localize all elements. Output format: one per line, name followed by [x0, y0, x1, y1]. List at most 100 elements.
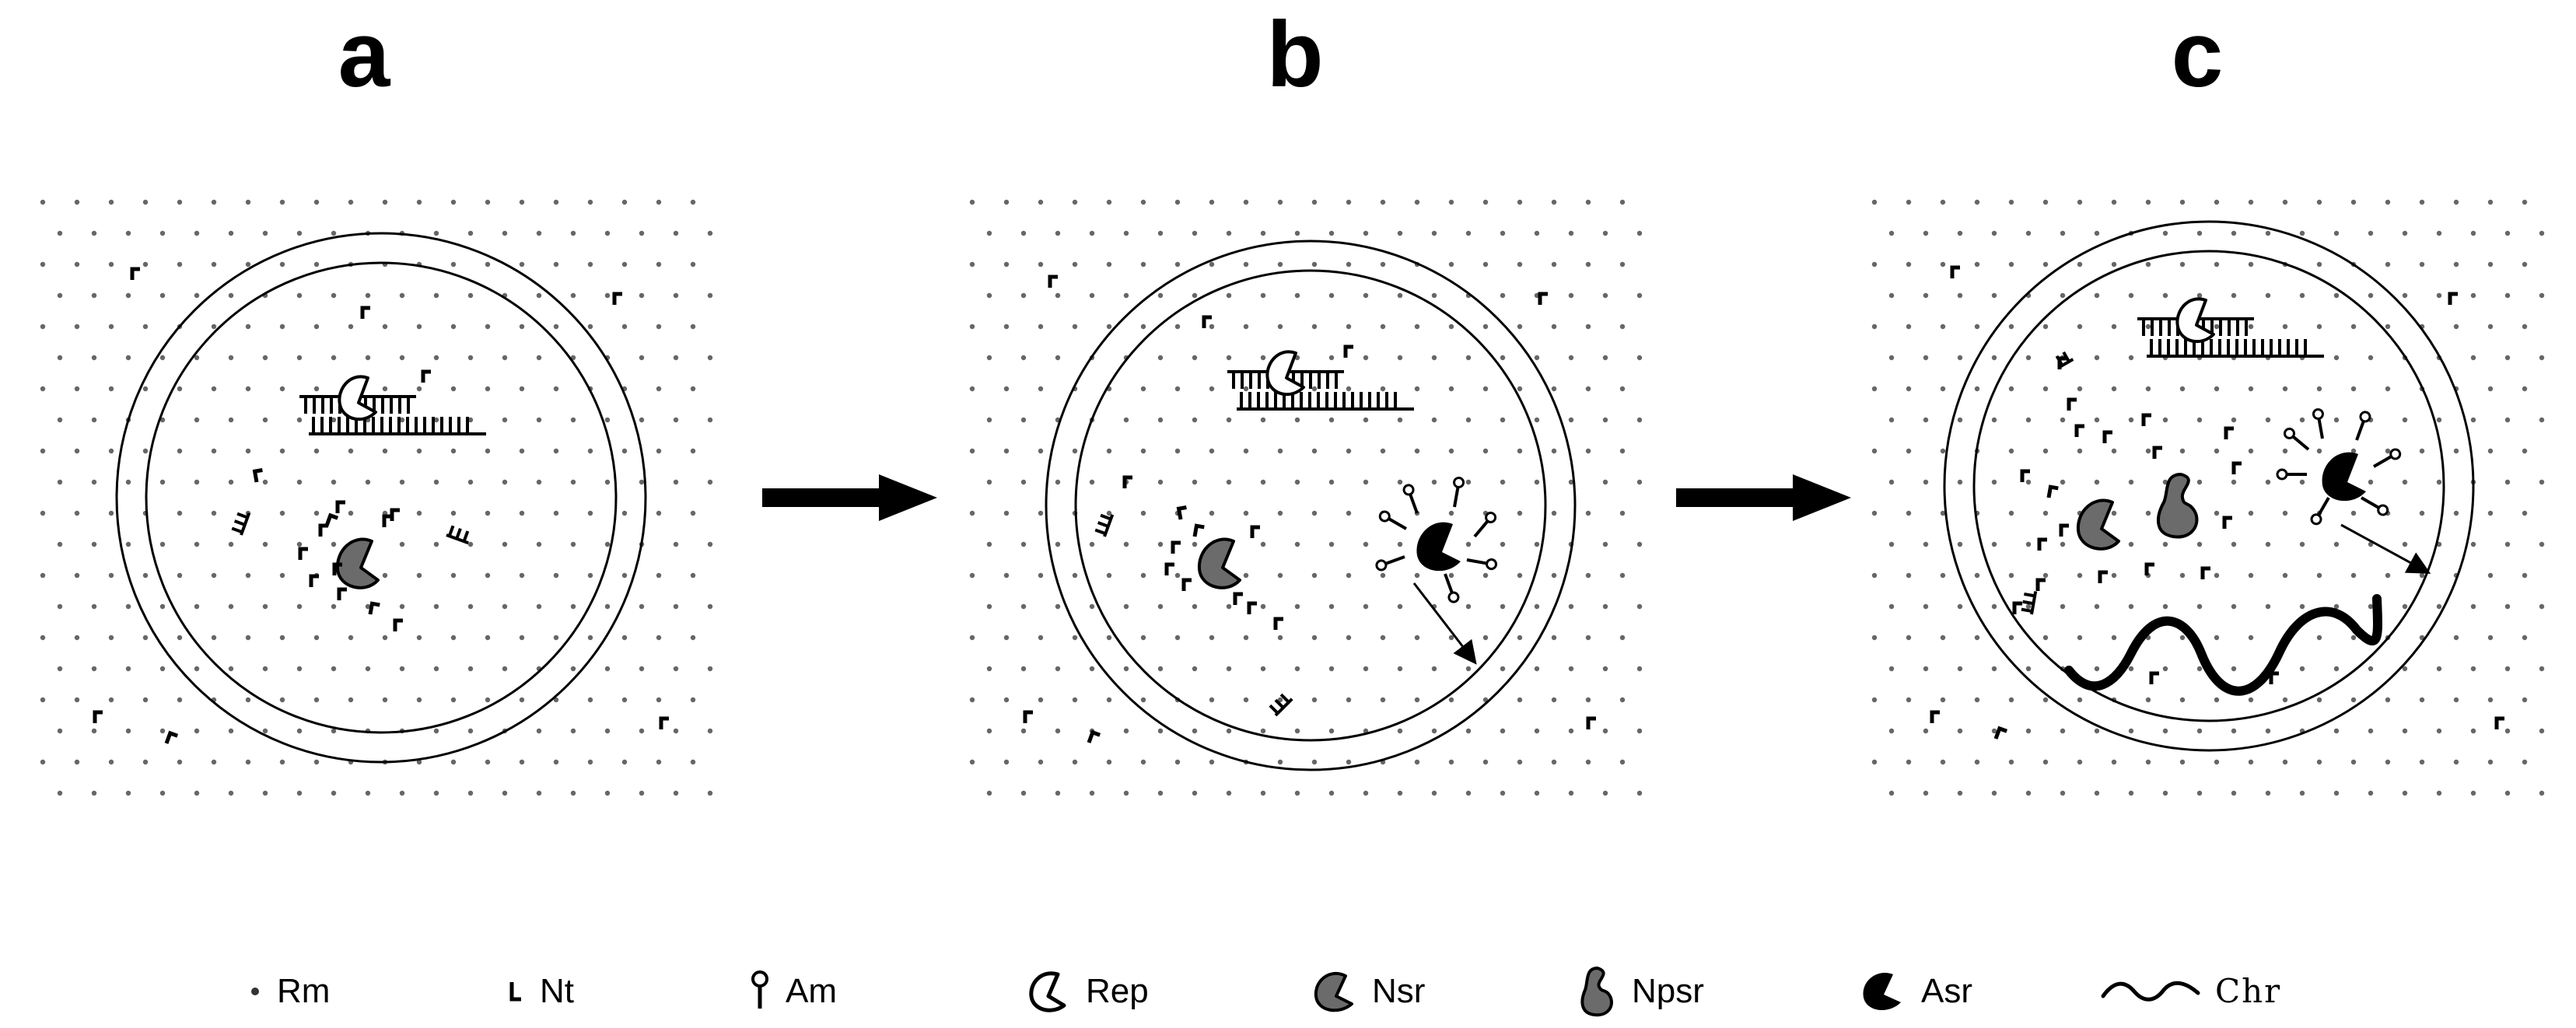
nt-bracket	[2144, 562, 2154, 575]
rm-dot	[1260, 603, 1266, 610]
rm-dot	[2196, 417, 2203, 423]
rm-dot	[2111, 510, 2117, 516]
rm-dot	[2248, 510, 2254, 516]
rm-dot	[1957, 728, 1963, 734]
nsr-enzyme	[335, 537, 380, 589]
rm-dot	[2453, 261, 2459, 267]
rm-dot	[485, 510, 491, 516]
rm-dot	[1174, 386, 1181, 392]
asr-enzyme	[1416, 522, 1461, 572]
rm-dot	[1328, 603, 1335, 610]
rm-dot	[2539, 666, 2545, 672]
rm-dot	[125, 292, 131, 299]
rm-dot	[1500, 728, 1506, 734]
rm-dot	[1209, 323, 1215, 330]
rm-dot	[2419, 448, 2425, 454]
rm-dot	[2094, 666, 2100, 672]
rm-dot	[91, 417, 97, 423]
rm-dot	[1636, 355, 1643, 361]
rm-dot	[1431, 355, 1437, 361]
rm-dot	[1363, 728, 1369, 734]
rm-dot	[536, 230, 542, 236]
rm-dot	[279, 759, 285, 765]
rm-dot	[2487, 261, 2494, 267]
rm-dot	[1209, 635, 1215, 641]
nt-bracket	[2224, 426, 2234, 439]
rm-dot	[519, 261, 525, 267]
rm-dot	[2265, 603, 2271, 610]
rm-dot	[1568, 355, 1574, 361]
rm-dot	[2265, 479, 2271, 485]
rm-dot	[331, 292, 337, 299]
rm-dot	[2265, 230, 2271, 236]
rm-dot	[331, 417, 337, 423]
rm-dot	[519, 759, 525, 765]
rm-dot	[2487, 510, 2494, 516]
rm-dot	[1311, 759, 1318, 765]
panel-b	[1023, 240, 1596, 771]
rm-dot	[1991, 230, 1997, 236]
rm-dot	[1602, 790, 1608, 796]
rm-dot	[1991, 666, 1997, 672]
rm-dot	[2402, 230, 2408, 236]
rm-dot	[2042, 323, 2049, 330]
rm-dot	[1328, 666, 1335, 672]
rm-dot	[1619, 261, 1626, 267]
rm-dot	[1192, 417, 1198, 423]
rm-dot	[2162, 417, 2168, 423]
rm-dot	[1003, 572, 1010, 579]
rm-dot	[2470, 603, 2476, 610]
rm-dot	[502, 230, 508, 236]
rm-dot	[1431, 230, 1437, 236]
rm-dot	[2111, 572, 2117, 579]
rm-dot	[2504, 230, 2511, 236]
rm-dot	[1991, 479, 1997, 485]
rm-dot	[1957, 541, 1963, 547]
rm-dot	[2333, 417, 2340, 423]
rm-dot	[639, 603, 645, 610]
nt-bracket	[1247, 601, 1257, 614]
rm-dot	[331, 479, 337, 485]
rm-dot	[91, 541, 97, 547]
rm-dot	[433, 479, 439, 485]
rm-dot	[1568, 479, 1574, 485]
rm-dot	[57, 417, 63, 423]
rm-dot	[969, 386, 975, 392]
rm-dot	[91, 292, 97, 299]
rm-dot	[2145, 199, 2151, 205]
rm-dot	[1243, 697, 1249, 703]
rm-dot	[1038, 323, 1044, 330]
rm-dot	[519, 635, 525, 641]
rm-dot	[1636, 666, 1643, 672]
rm-dot	[1888, 417, 1895, 423]
rm-dot	[1568, 666, 1574, 672]
rm-dot	[2145, 759, 2151, 765]
rm-dot	[1055, 541, 1061, 547]
rm-dot	[1551, 697, 1557, 703]
rm-dot	[1940, 199, 1946, 205]
rm-dot	[450, 759, 457, 765]
am-molecule	[1375, 555, 1405, 572]
rm-dot	[365, 479, 371, 485]
rm-dot	[1260, 355, 1266, 361]
rm-dot	[1619, 510, 1626, 516]
rm-dot	[2025, 417, 2032, 423]
rm-dot	[2316, 323, 2322, 330]
nt-bracket	[2448, 292, 2458, 305]
legend-label-nt: Nt	[540, 972, 574, 1010]
rm-dot	[502, 666, 508, 672]
rm-dot	[1500, 417, 1506, 423]
rm-dot	[74, 323, 80, 330]
rm-dot	[553, 635, 559, 641]
rm-dot	[40, 199, 46, 205]
nt-bracket	[612, 292, 622, 305]
rm-dot	[587, 448, 593, 454]
rm-dot	[2368, 603, 2374, 610]
rm-dot	[2162, 728, 2168, 734]
rm-dot	[986, 541, 992, 547]
legend-item-rep: Rep	[1025, 960, 1149, 1023]
rm-dot	[2487, 199, 2494, 205]
rm-dot	[485, 697, 491, 703]
rm-dot	[1500, 790, 1506, 796]
rm-dot	[1106, 323, 1112, 330]
